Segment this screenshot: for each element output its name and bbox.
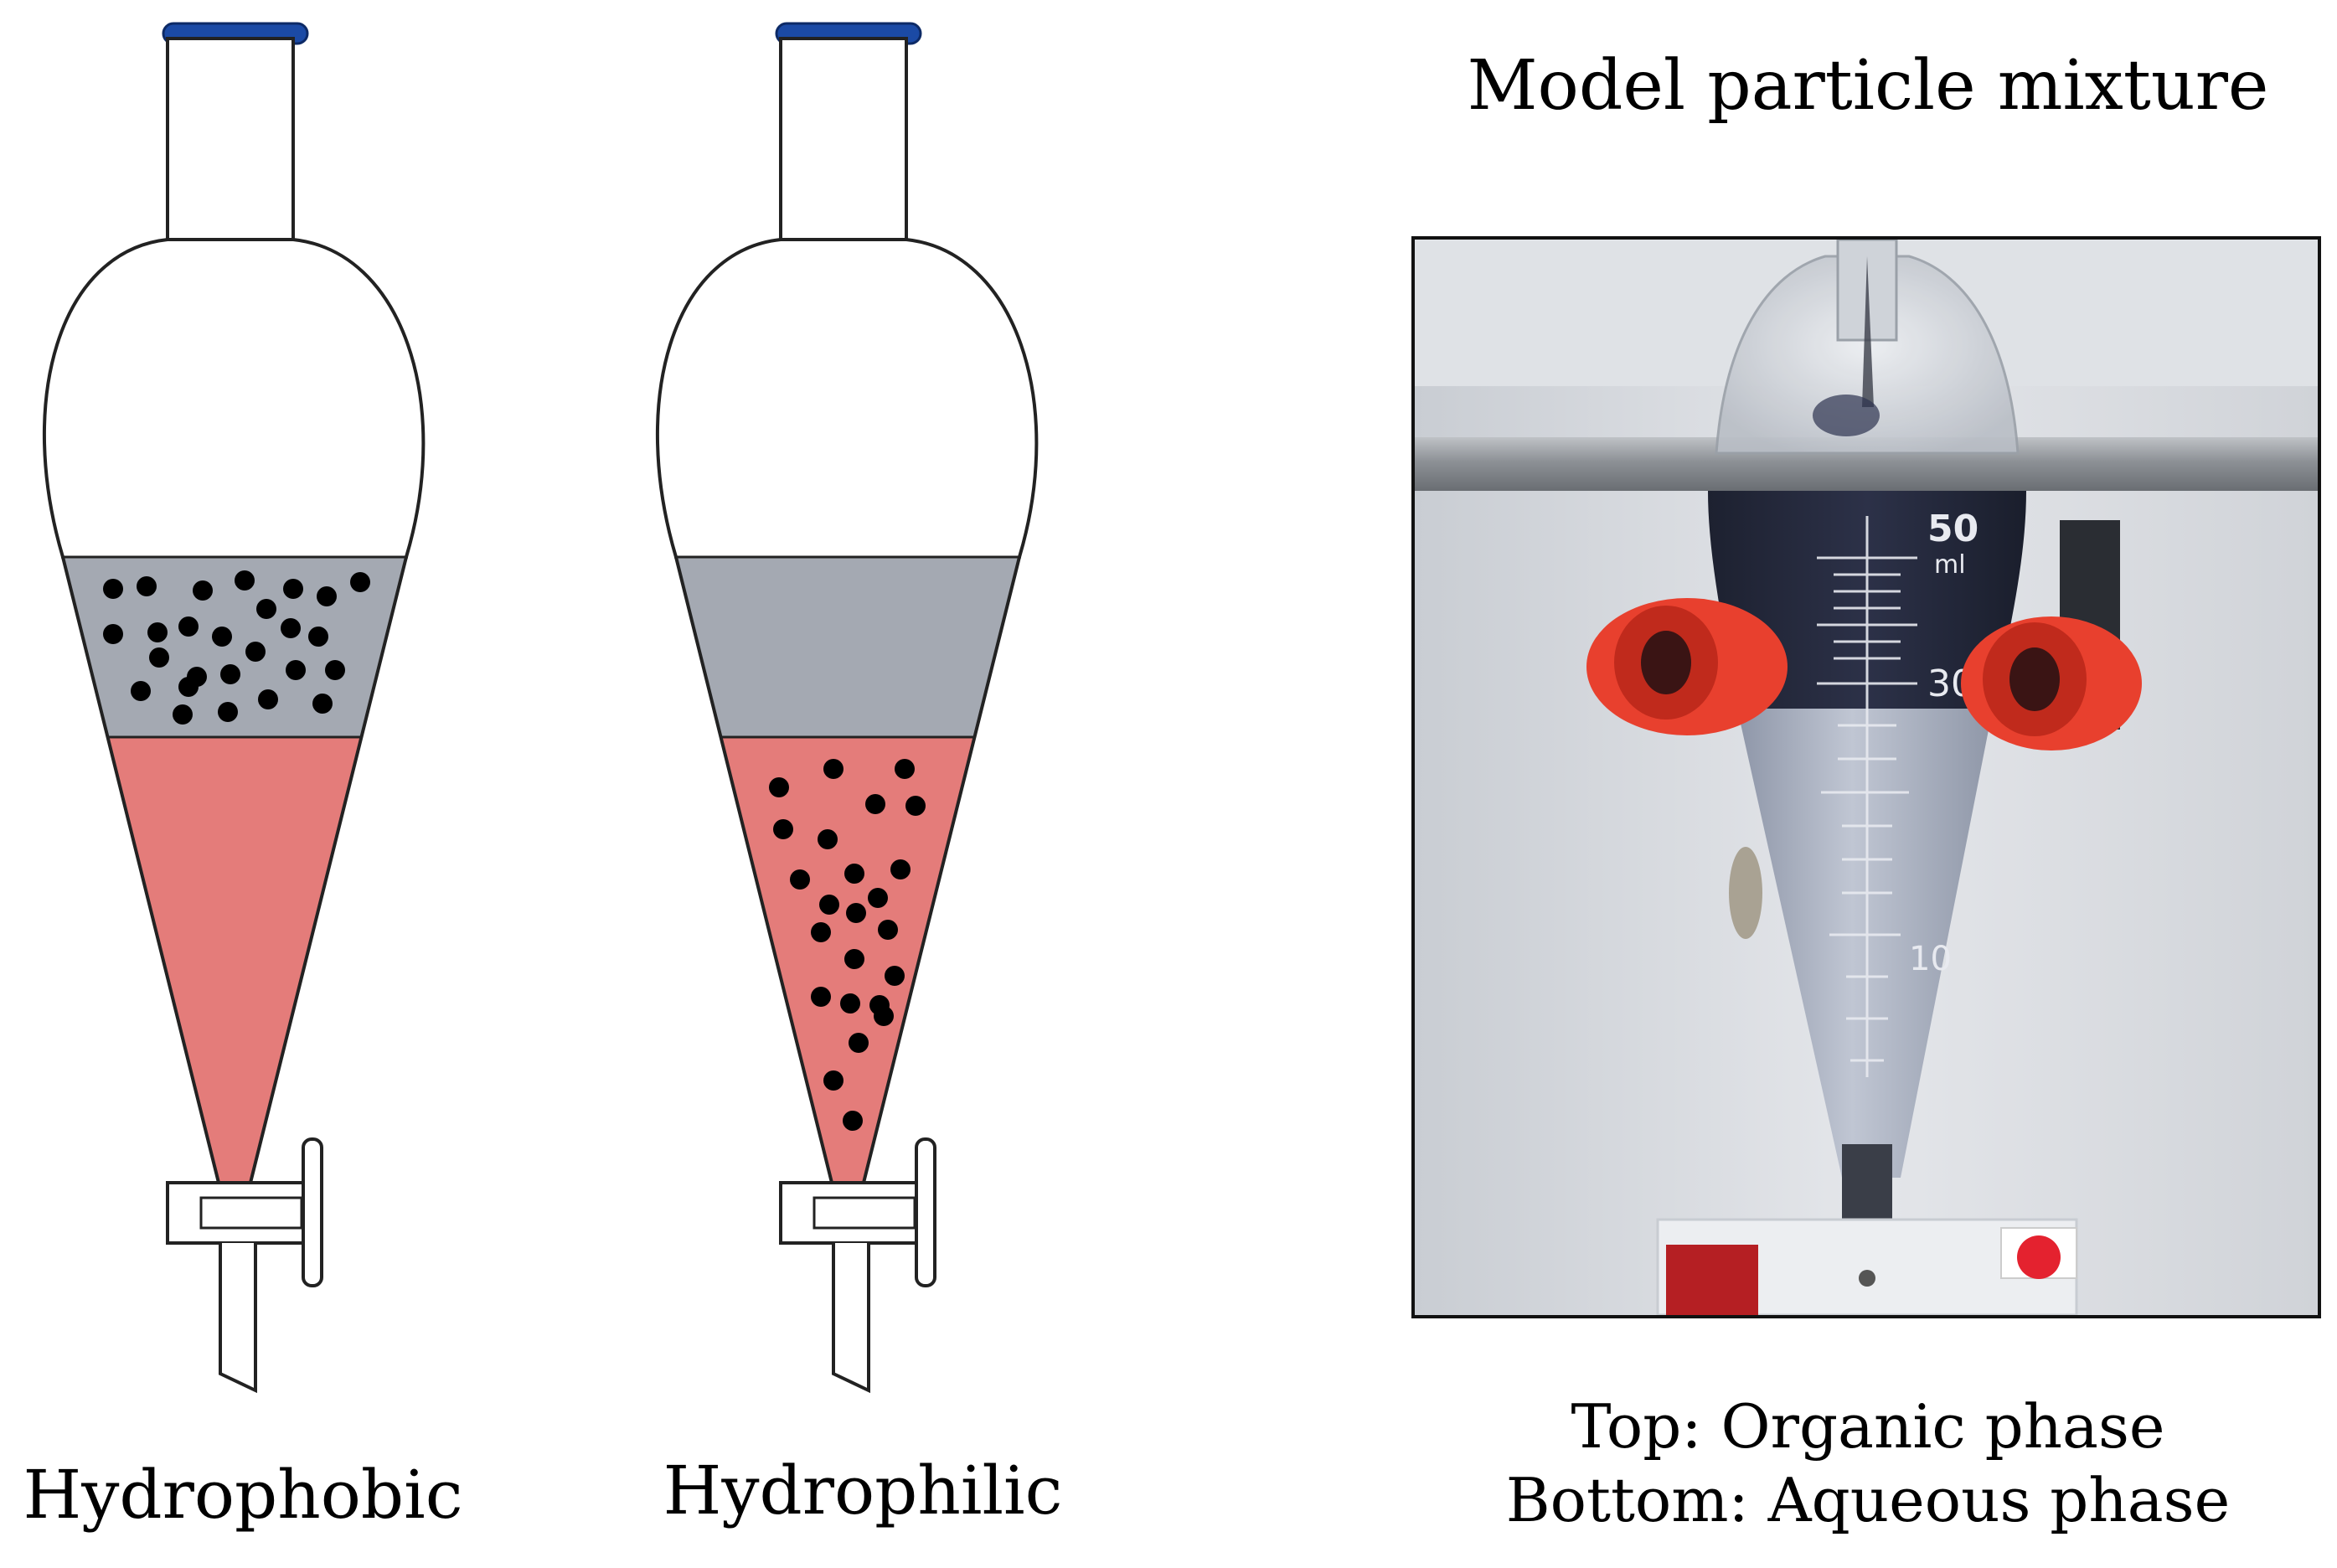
graduation-ticks	[1817, 516, 1917, 1077]
neck-left	[166, 37, 295, 241]
funnel-hydrophobic	[34, 22, 436, 1394]
label-hydrophilic: Hydrophilic	[663, 1452, 1063, 1529]
caption-bottom: Bottom: Aqueous phase	[1505, 1464, 2231, 1535]
neck-middle	[779, 37, 908, 241]
photo-aqueous-layer	[1737, 709, 1993, 1178]
aqueous-layer-middle	[647, 737, 1049, 1189]
body-left	[42, 238, 426, 1190]
photo-caption: Top: Organic phase Bottom: Aqueous phase	[1416, 1390, 2320, 1538]
graduation-10: 10	[1909, 940, 1952, 978]
photo-separatory-funnel: 50 ml 30 10	[1411, 236, 2321, 1318]
particles-middle	[769, 759, 926, 1131]
photo-illustration: 50 ml 30 10	[1415, 240, 2318, 1315]
body-middle	[655, 238, 1039, 1190]
label-hydrophobic: Hydrophobic	[23, 1456, 463, 1534]
particles-left	[103, 570, 370, 725]
graduation-ml: ml	[1934, 550, 1966, 580]
aqueous-layer-left	[34, 737, 436, 1189]
photo-title: Model particle mixture	[1467, 46, 2269, 126]
funnel-hydrophilic	[647, 22, 1049, 1394]
caption-top: Top: Organic phase	[1571, 1391, 2165, 1462]
organic-layer-middle	[647, 557, 1049, 737]
red-clamp-left	[1586, 598, 1788, 735]
graduation-50: 50	[1927, 508, 1978, 550]
red-clamp-right	[1961, 616, 2142, 750]
